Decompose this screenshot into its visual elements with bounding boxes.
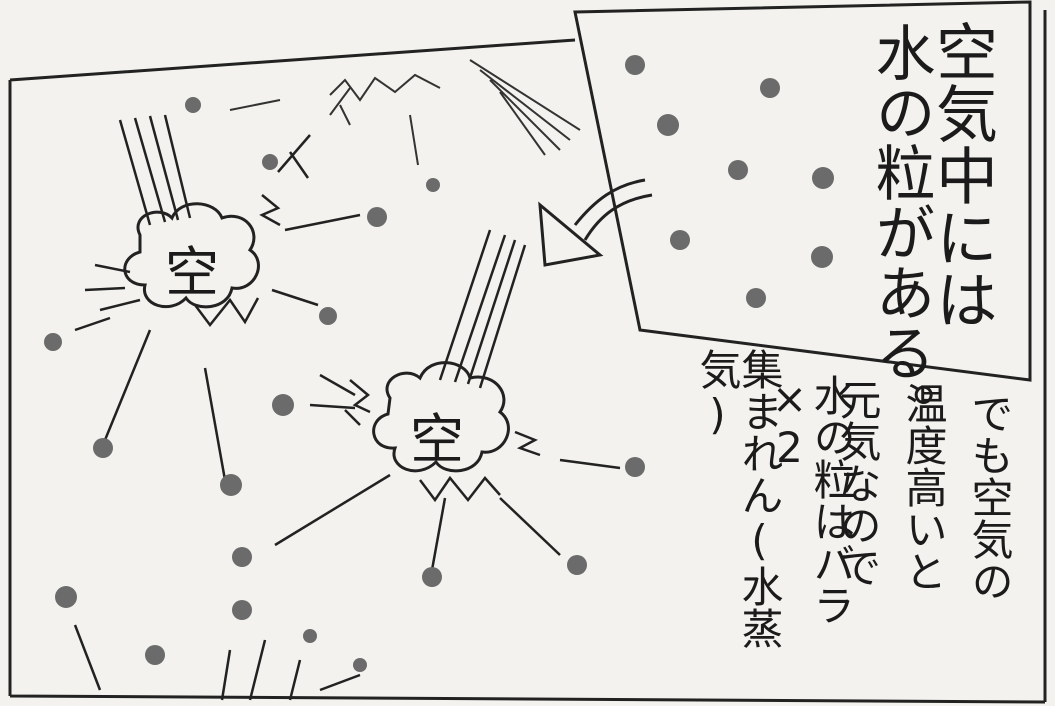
narration-line: 水の粒はバラ×2 bbox=[765, 374, 856, 626]
panel-border bbox=[8, 10, 1047, 704]
narration-line: 元気なので bbox=[833, 378, 882, 588]
inset-panel-border bbox=[573, 0, 1032, 382]
inset-text-line: 空気中には bbox=[925, 20, 998, 330]
narration-line: でも空気の bbox=[965, 392, 1014, 602]
water-particle-icon bbox=[44, 97, 645, 672]
cloud-icon bbox=[372, 361, 510, 473]
cloud-label: 空 bbox=[165, 241, 219, 304]
inset-text-line: 水の粒がある。 bbox=[865, 22, 935, 442]
cloud-label: 空 bbox=[410, 408, 464, 471]
water-particle-icon bbox=[625, 55, 834, 308]
narration-line: 温度高いと bbox=[899, 382, 948, 592]
arrow-icon bbox=[538, 178, 653, 267]
narration-line: 集まれん(水蒸気) bbox=[693, 348, 784, 649]
